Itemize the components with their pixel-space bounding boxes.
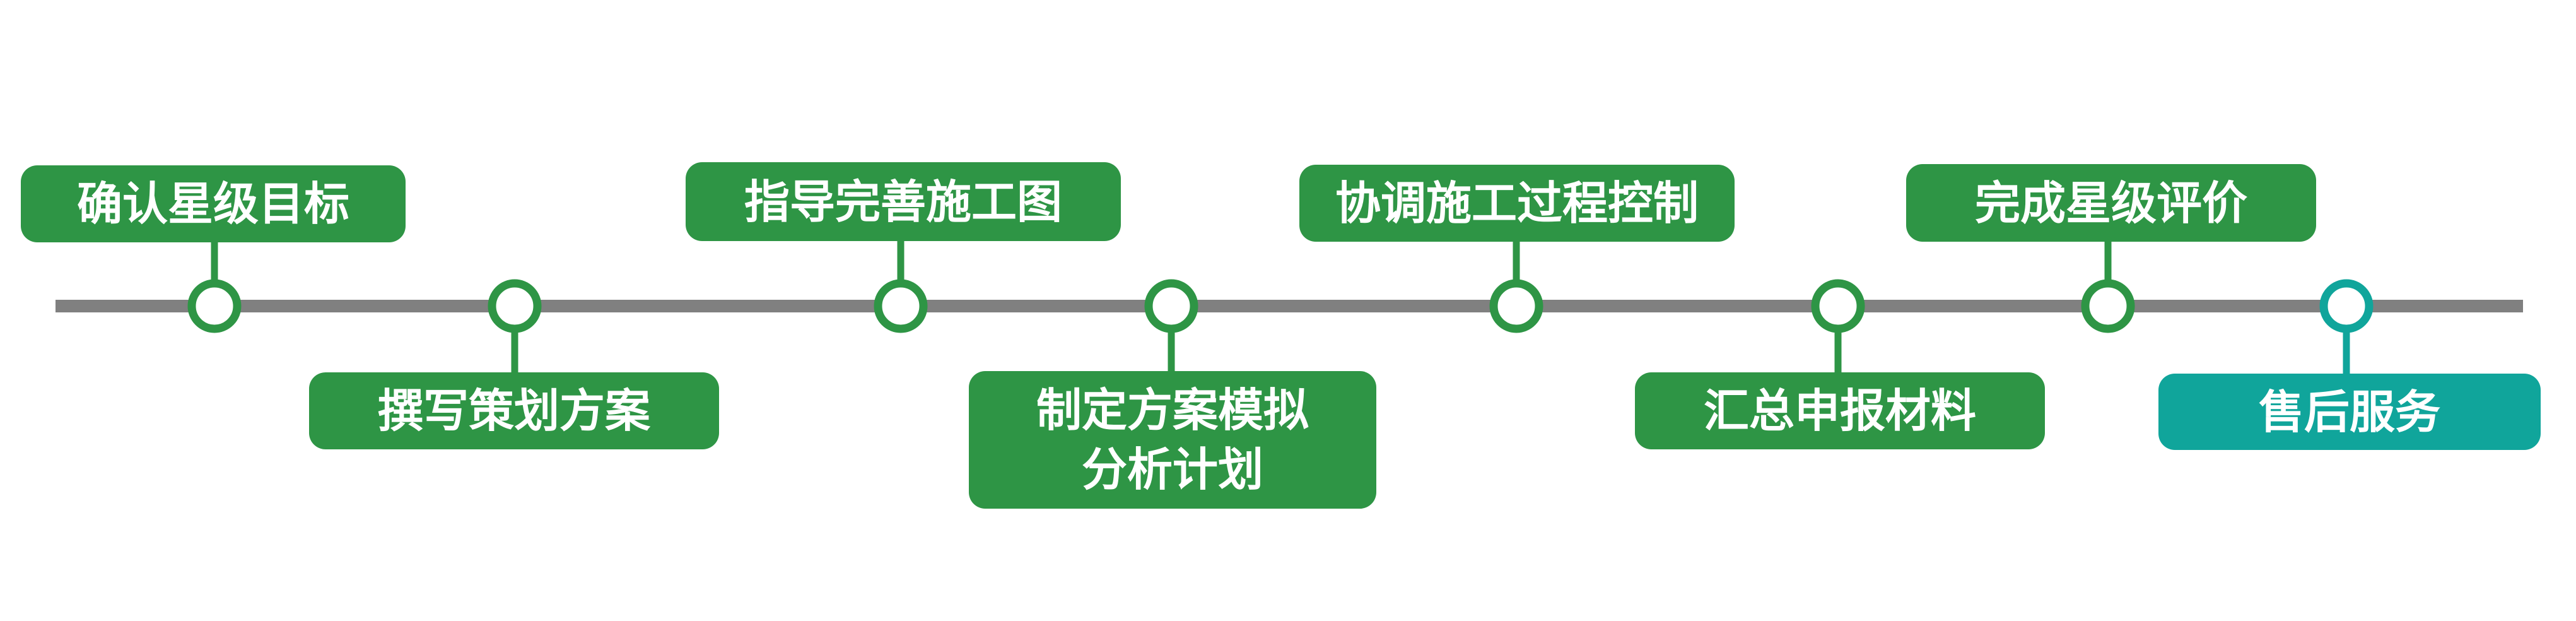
step-node [2081, 279, 2135, 333]
step-label-5: 协调施工过程控制 [1299, 165, 1735, 242]
step-label-3: 指导完善施工图 [686, 162, 1121, 241]
step-node [187, 279, 242, 333]
step-label-6: 汇总申报材料 [1635, 372, 2045, 449]
step-label-2: 撰写策划方案 [309, 372, 719, 449]
step-node [488, 279, 542, 333]
step-label-7: 完成星级评价 [1906, 164, 2316, 242]
step-node [1811, 279, 1865, 333]
step-node [1144, 279, 1198, 333]
step-label-1: 确认星级目标 [21, 165, 406, 242]
step-node [2319, 279, 2374, 333]
step-label-4: 制定方案模拟 分析计划 [969, 371, 1376, 509]
step-node [1489, 279, 1543, 333]
step-label-8: 售后服务 [2158, 374, 2541, 450]
step-node [874, 279, 928, 333]
